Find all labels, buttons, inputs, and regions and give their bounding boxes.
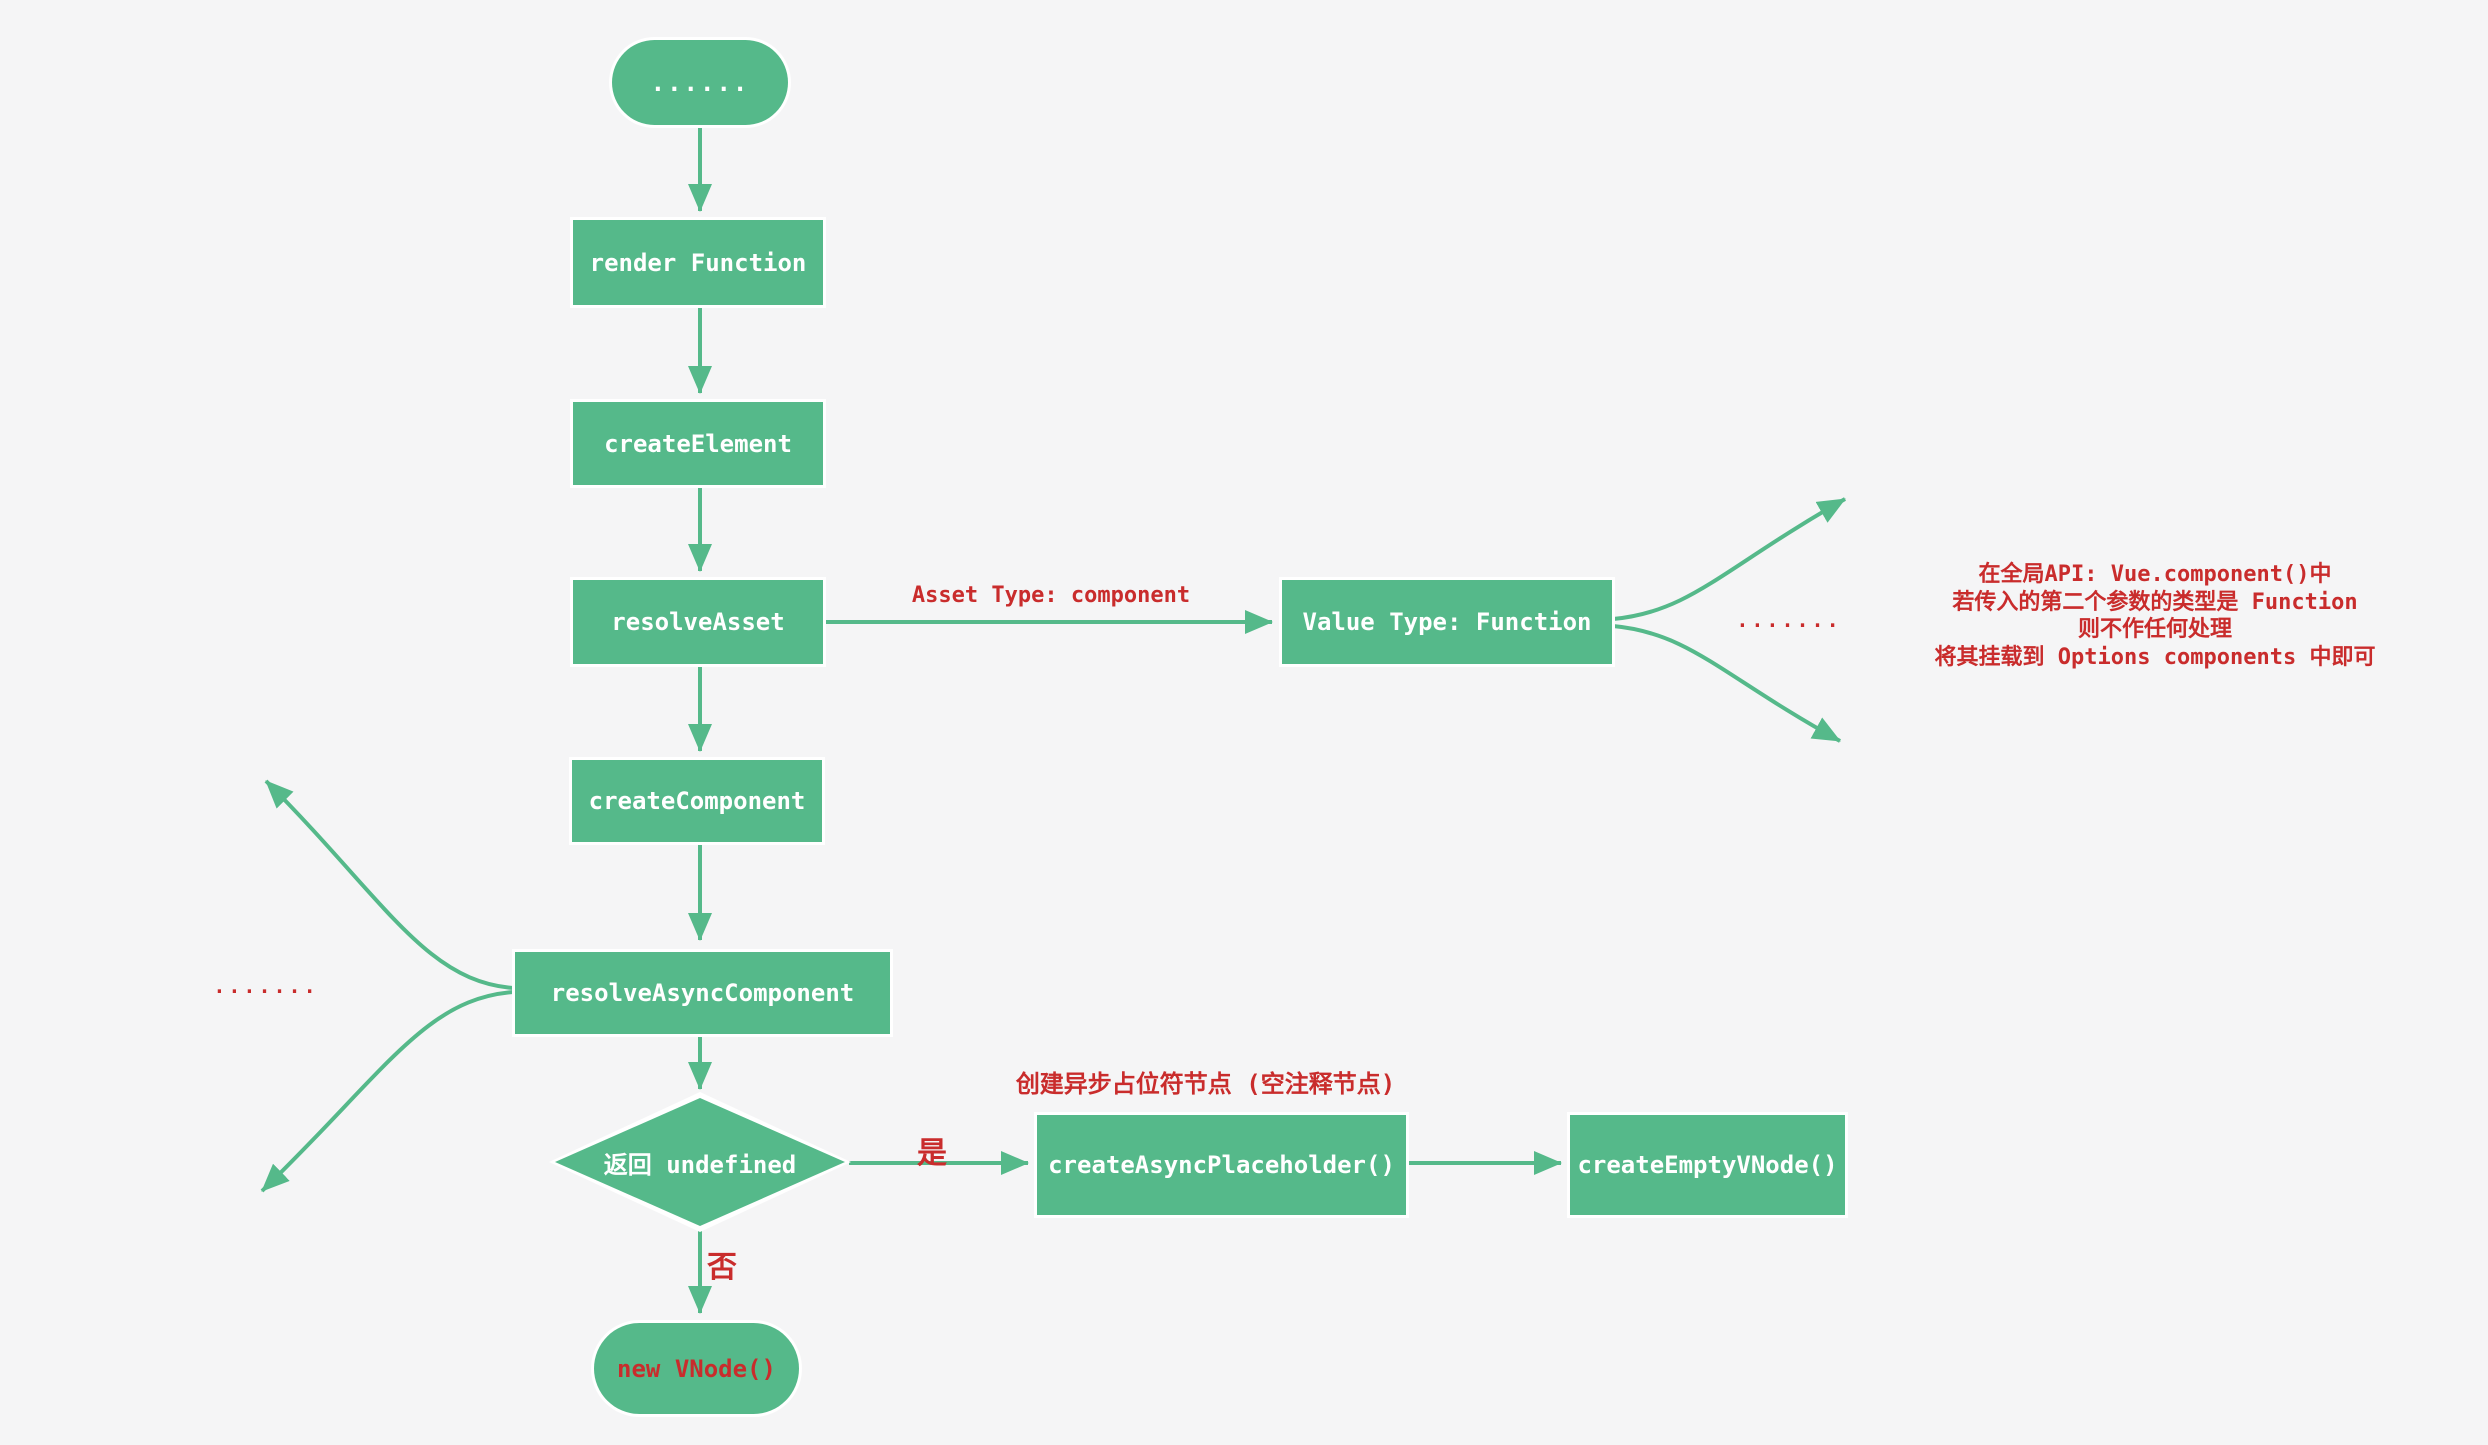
left-ellipsis-label: .......	[213, 974, 319, 998]
create-async-placeholder-node: createAsyncPlaceholder()	[1037, 1115, 1406, 1215]
no-edge-label: 否	[707, 1250, 737, 1285]
render-function-node: render Function	[573, 220, 823, 305]
render-function-label: render Function	[589, 248, 807, 277]
fork-left-upper-arrow	[264, 779, 514, 990]
start-node: ......	[612, 40, 788, 125]
asset-type-edge-label: Asset Type: component	[911, 583, 1191, 608]
placeholder-caption: 创建异步占位符节点 (空注释节点)	[1015, 1070, 1396, 1098]
create-component-label: createComponent	[588, 787, 806, 815]
create-element-node: createElement	[573, 402, 823, 485]
global-api-note: 在全局API: Vue.component()中 若传入的第二个参数的类型是 F…	[1905, 561, 2405, 671]
create-element-label: createElement	[604, 429, 792, 458]
value-type-label: Value Type: Function	[1302, 608, 1592, 636]
fork-right-lower-arrow	[1612, 624, 1841, 743]
resolve-asset-node: resolveAsset	[573, 580, 823, 664]
value-type-node: Value Type: Function	[1282, 580, 1612, 664]
create-empty-vnode-node: createEmptyVNode()	[1570, 1115, 1845, 1215]
create-empty-vnode-label: createEmptyVNode()	[1577, 1151, 1838, 1179]
resolve-async-component-node: resolveAsyncComponent	[515, 952, 890, 1034]
yes-edge-label: 是	[917, 1136, 947, 1171]
fork-right-upper-arrow	[1612, 497, 1846, 621]
resolve-async-component-label: resolveAsyncComponent	[550, 979, 855, 1007]
note-line-3: 则不作任何处理	[2077, 617, 2232, 642]
fork-left-lower-arrow	[260, 990, 514, 1193]
right-ellipsis-label: .......	[1736, 608, 1842, 632]
note-line-2: 若传入的第二个参数的类型是 Function	[1952, 589, 2358, 615]
note-line-1: 在全局API: Vue.component()中	[1978, 562, 2332, 587]
new-vnode-label: new VNode()	[617, 1354, 776, 1383]
start-node-label: ......	[650, 68, 750, 97]
create-component-node: createComponent	[572, 760, 822, 842]
note-line-4: 将其挂载到 Options components 中即可	[1934, 644, 2376, 670]
decision-label: 返回 undefined	[603, 1150, 797, 1179]
create-async-placeholder-label: createAsyncPlaceholder()	[1048, 1151, 1395, 1179]
new-vnode-node: new VNode()	[594, 1323, 799, 1414]
resolve-asset-label: resolveAsset	[611, 608, 785, 636]
